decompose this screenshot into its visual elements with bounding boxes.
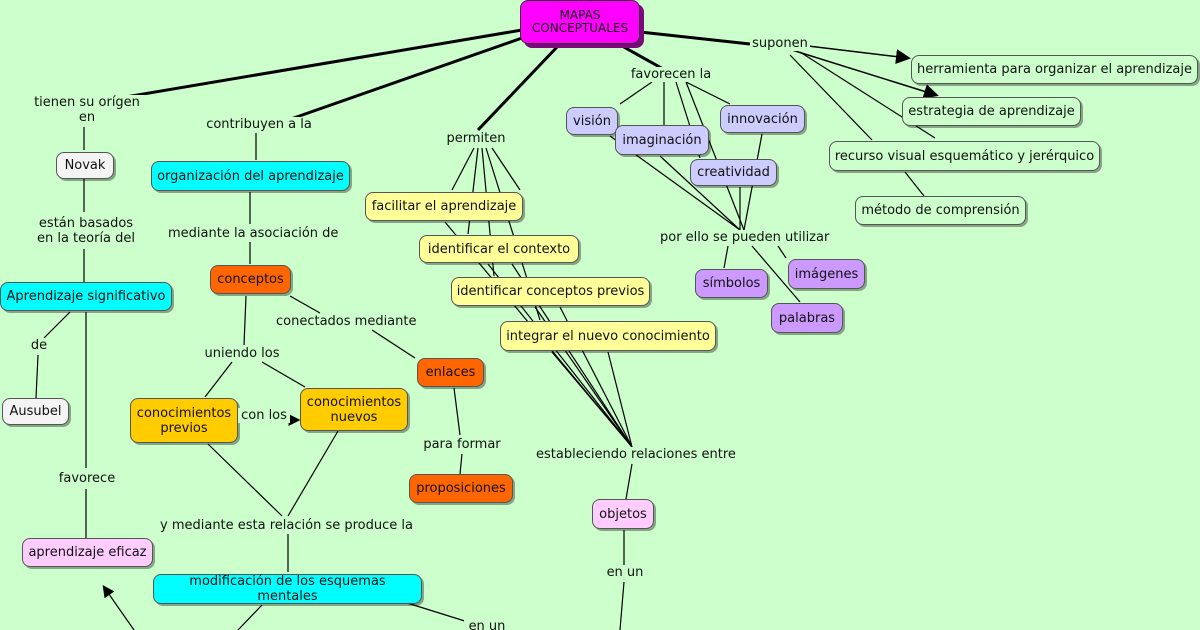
- node-identificar-conceptos-previos[interactable]: identificar conceptos previos: [451, 277, 650, 306]
- link-label-con-los: con los: [238, 408, 290, 423]
- node-conceptos[interactable]: conceptos: [210, 265, 291, 294]
- node-metodo-comprension[interactable]: método de comprensión: [855, 196, 1026, 225]
- link-label-relacion: y mediante esta relación se produce la: [158, 518, 414, 533]
- node-imagenes[interactable]: imágenes: [788, 259, 865, 289]
- node-objetos[interactable]: objetos: [592, 499, 654, 529]
- node-proposiciones[interactable]: proposiciones: [409, 474, 513, 503]
- node-innovacion[interactable]: innovación: [720, 105, 805, 133]
- node-palabras[interactable]: palabras: [771, 303, 843, 333]
- root-node-mapas-conceptuales[interactable]: MAPAS CONCEPTUALES: [520, 0, 640, 44]
- node-vision[interactable]: visión: [566, 107, 618, 135]
- link-label-mediante-asociacion: mediante la asociación de: [166, 226, 340, 241]
- link-label-contribuyen: contribuyen a la: [204, 117, 314, 132]
- link-label-estan-basados: están basados en la teoría del: [30, 216, 142, 246]
- link-label-en-un-objetos: en un: [602, 565, 648, 580]
- node-conocimientos-previos[interactable]: conocimientos previos: [130, 398, 238, 443]
- link-label-suponen: suponen: [750, 36, 810, 51]
- node-ausubel[interactable]: Ausubel: [2, 398, 69, 425]
- node-conocimientos-nuevos[interactable]: conocimientos nuevos: [300, 388, 408, 431]
- link-label-favorece: favorece: [56, 471, 118, 486]
- node-organizacion-del-aprendizaje[interactable]: organización del aprendizaje: [151, 161, 350, 191]
- node-integrar-conocimiento[interactable]: integrar el nuevo conocimiento: [500, 321, 716, 351]
- node-modificacion-esquemas[interactable]: modificación de los esquemas mentales: [153, 574, 422, 604]
- node-aprendizaje-significativo[interactable]: Aprendizaje significativo: [0, 282, 172, 311]
- link-label-tienen-su-origen: tienen su orígen en: [28, 95, 146, 125]
- link-label-favorecen: favorecen la: [626, 67, 716, 82]
- node-identificar-contexto[interactable]: identificar el contexto: [419, 235, 579, 263]
- link-label-conectados: conectados mediante: [274, 314, 417, 329]
- link-label-estableciendo: estableciendo relaciones entre: [534, 447, 736, 462]
- node-aprendizaje-eficaz[interactable]: aprendizaje eficaz: [22, 538, 153, 567]
- node-recurso-visual[interactable]: recurso visual esquemático y jerérquico: [829, 141, 1100, 171]
- node-facilitar-aprendizaje[interactable]: facilitar el aprendizaje: [365, 192, 523, 221]
- link-label-para-formar: para formar: [420, 437, 504, 452]
- link-label-de: de: [28, 338, 50, 353]
- link-label-uniendo: uniendo los: [200, 346, 284, 361]
- node-novak[interactable]: Novak: [56, 152, 114, 179]
- link-label-en-un-bottom: en un: [464, 619, 510, 630]
- node-enlaces[interactable]: enlaces: [417, 358, 484, 387]
- node-estrategia[interactable]: estrategia de aprendizaje: [902, 97, 1081, 126]
- node-imaginacion[interactable]: imaginación: [615, 125, 709, 155]
- node-simbolos[interactable]: símbolos: [695, 269, 768, 298]
- node-creatividad[interactable]: creatividad: [690, 159, 777, 186]
- link-label-por-ello: por ello se pueden utilizar: [658, 230, 830, 245]
- node-herramienta[interactable]: herramienta para organizar el aprendizaj…: [911, 55, 1198, 84]
- link-label-permiten: permiten: [444, 131, 508, 146]
